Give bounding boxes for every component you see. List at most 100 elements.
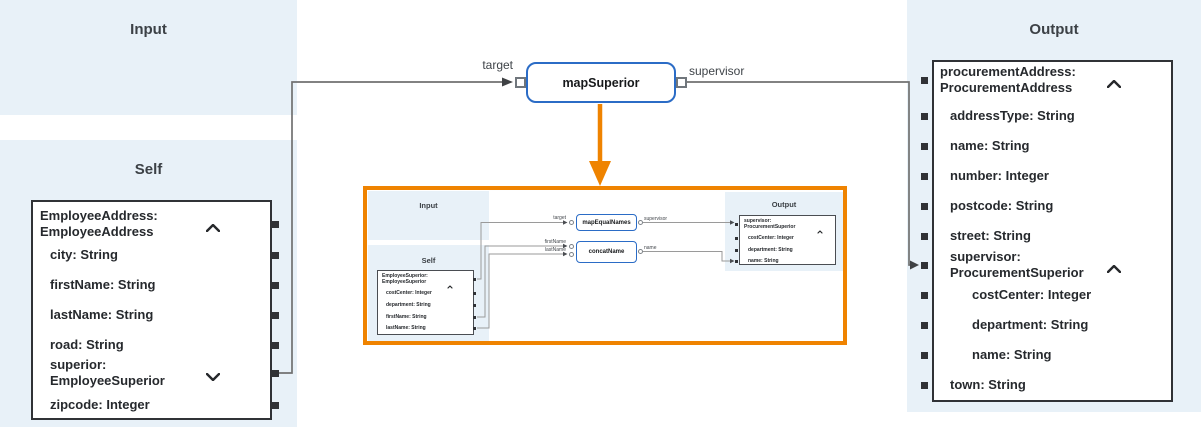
chevron-up-icon[interactable] <box>1106 75 1122 93</box>
output-document-box[interactable]: procurementAddress: ProcurementAddress ad… <box>921 60 1173 402</box>
field-port[interactable] <box>272 220 279 228</box>
field-row[interactable]: superior: EmployeeSuperior <box>50 357 165 389</box>
field-row[interactable]: EmployeeAddress: EmployeeAddress <box>40 208 158 240</box>
field-port[interactable] <box>921 321 928 329</box>
input-panel-title: Input <box>130 21 167 38</box>
field-row[interactable]: procurementAddress: ProcurementAddress <box>940 64 1076 96</box>
field-label: zipcode: Integer <box>50 397 150 412</box>
field-port <box>473 303 476 307</box>
field-label: costCenter: Integer <box>748 235 794 241</box>
field-row[interactable]: costCenter: Integer <box>972 287 1091 303</box>
field-label: road: String <box>50 337 124 352</box>
field-row[interactable]: number: Integer <box>950 168 1049 184</box>
field-label: street: String <box>950 228 1031 243</box>
preview-port-label: target <box>553 214 566 221</box>
self-document-box[interactable]: EmployeeAddress: EmployeeAddress city: St… <box>31 200 279 420</box>
field-label: superior: EmployeeSuperior <box>50 357 165 388</box>
field-label: department: String <box>748 247 793 253</box>
field-label: lastName: String <box>386 325 426 331</box>
field-port <box>473 315 476 319</box>
field-label: name: String <box>972 347 1052 362</box>
input-panel <box>0 0 297 115</box>
field-row[interactable]: city: String <box>50 247 118 263</box>
mapping-node-mapsuperior[interactable]: mapSuperior <box>526 62 676 103</box>
field-label: town: String <box>950 377 1026 392</box>
field-label: number: Integer <box>950 168 1049 183</box>
preview-port-label: name <box>644 245 657 251</box>
field-label: costCenter: Integer <box>386 290 432 296</box>
field-row: costCenter: Integer <box>386 290 432 296</box>
field-port[interactable] <box>921 76 928 84</box>
field-label: city: String <box>50 247 118 262</box>
field-port[interactable] <box>921 291 928 299</box>
field-port[interactable] <box>921 261 928 269</box>
preview-port <box>637 220 643 225</box>
field-port[interactable] <box>921 381 928 389</box>
field-row[interactable]: town: String <box>950 377 1026 393</box>
chevron-up-icon[interactable] <box>205 219 221 237</box>
field-label: lastName: String <box>50 307 154 322</box>
field-port[interactable] <box>272 311 279 319</box>
expand-arrowhead-icon <box>589 161 611 186</box>
field-port[interactable] <box>272 341 279 349</box>
chevron-up-icon[interactable] <box>1106 260 1122 278</box>
output-panel-title: Output <box>1029 21 1079 38</box>
chevron-up-icon <box>817 221 823 239</box>
field-port[interactable] <box>272 401 279 409</box>
mapping-node-output-port-label: supervisor <box>689 64 745 78</box>
field-port[interactable] <box>921 172 928 180</box>
field-label: postcode: String <box>950 198 1054 213</box>
field-port[interactable] <box>921 232 928 240</box>
field-port[interactable] <box>921 202 928 210</box>
preview-port-label: supervisor <box>644 215 668 222</box>
field-port <box>473 277 476 281</box>
field-port[interactable] <box>272 369 279 377</box>
field-port[interactable] <box>921 112 928 120</box>
field-row[interactable]: lastName: String <box>50 307 153 323</box>
field-label: name: String <box>950 138 1030 153</box>
field-row[interactable]: addressType: String <box>950 108 1075 124</box>
field-port <box>735 222 738 226</box>
field-label: addressType: String <box>950 108 1075 123</box>
preview-node-concatname: concatName <box>576 241 637 263</box>
field-port[interactable] <box>272 251 279 259</box>
field-port <box>473 326 476 330</box>
field-port[interactable] <box>921 351 928 359</box>
field-row[interactable]: zipcode: Integer <box>50 397 150 413</box>
mapping-node-output-port[interactable] <box>676 77 687 88</box>
field-row: name: String <box>748 258 779 264</box>
preview-node-mapequalnames: mapEqualNames <box>576 214 637 231</box>
field-label: EmployeeSuperior: EmployeeSuperior <box>382 273 428 285</box>
field-port[interactable] <box>921 142 928 150</box>
field-row[interactable]: supervisor: ProcurementSuperior <box>950 249 1084 281</box>
field-label: firstName: String <box>50 277 156 292</box>
field-port[interactable] <box>272 281 279 289</box>
field-row[interactable]: name: String <box>950 138 1029 154</box>
field-port <box>473 291 476 295</box>
field-row[interactable]: name: String <box>972 347 1051 363</box>
field-row: EmployeeSuperior: EmployeeSuperior <box>382 273 428 285</box>
field-row: costCenter: Integer <box>748 235 794 241</box>
chevron-down-icon[interactable] <box>205 368 221 386</box>
mapping-node-input-port[interactable] <box>515 77 526 88</box>
field-row: department: String <box>386 302 431 308</box>
field-row[interactable]: firstName: String <box>50 277 155 293</box>
preview-input-panel-title: Input <box>419 201 438 210</box>
field-row[interactable]: street: String <box>950 228 1031 244</box>
field-label: procurementAddress: ProcurementAddress <box>940 64 1076 95</box>
chevron-up-icon <box>447 276 453 294</box>
field-label: department: String <box>386 302 431 308</box>
preview-port-label: lastName <box>544 247 566 253</box>
mapping-node-input-port-label: target <box>482 58 513 72</box>
preview-node-label: concatName <box>588 249 625 255</box>
preview-self-document-box: EmployeeSuperior: EmployeeSuperior costCe… <box>377 270 476 335</box>
field-row: firstName: String <box>386 314 427 320</box>
field-row[interactable]: postcode: String <box>950 198 1053 214</box>
field-row[interactable]: department: String <box>972 317 1088 333</box>
field-row[interactable]: road: String <box>50 337 124 353</box>
field-label: department: String <box>972 317 1089 332</box>
field-label: name: String <box>748 258 779 264</box>
preview-port <box>569 220 574 225</box>
